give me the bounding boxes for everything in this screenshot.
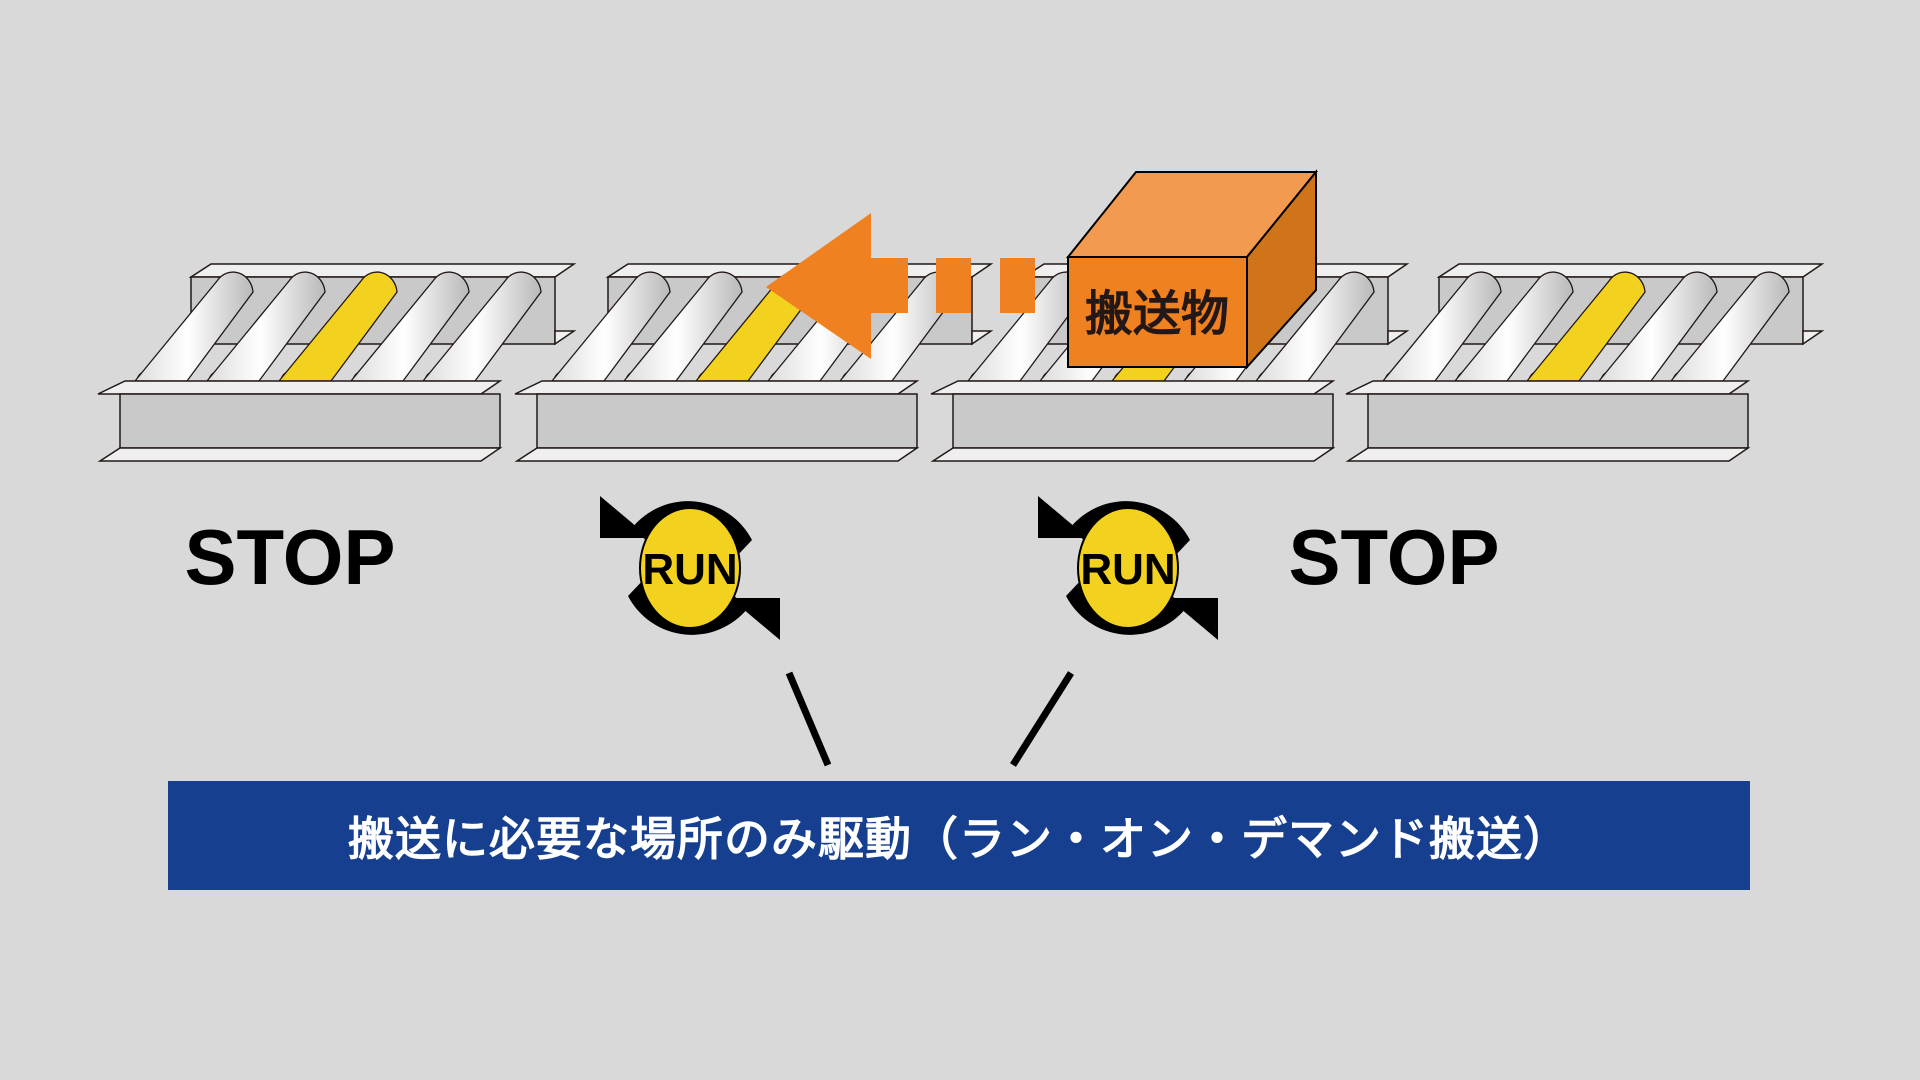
roller-body bbox=[349, 271, 470, 382]
roller-body bbox=[1525, 271, 1646, 382]
roller-body bbox=[1381, 271, 1502, 382]
flow-arrow bbox=[766, 213, 1035, 359]
zone-2-run-badge: RUN bbox=[600, 496, 780, 640]
cargo-front-face bbox=[1067, 256, 1248, 368]
run-label: RUN bbox=[1080, 545, 1175, 594]
front-rail-bottom-flange bbox=[1345, 447, 1751, 462]
front-rail-top-flange bbox=[97, 380, 503, 395]
flow-arrow-dash bbox=[936, 258, 971, 313]
front-rail-web bbox=[536, 393, 918, 449]
back-rail-bottom-flange bbox=[971, 330, 994, 346]
zone-1-stop-label: STOP bbox=[185, 513, 396, 601]
front-rail-web bbox=[1367, 393, 1749, 449]
front-rail-top-flange bbox=[1345, 380, 1751, 395]
front-rail-bottom-flange bbox=[514, 447, 920, 462]
front-rail-web bbox=[952, 393, 1334, 449]
caption-banner: 搬送に必要な場所のみ駆動（ラン・オン・デマンド搬送） bbox=[168, 781, 1750, 890]
rotation-arrowhead-left bbox=[1038, 496, 1088, 538]
roller-body bbox=[277, 271, 398, 382]
conveyor-zone-4 bbox=[1345, 263, 1825, 462]
conveyor-zone-2 bbox=[514, 263, 994, 462]
roller-body bbox=[133, 271, 254, 382]
roller-body bbox=[1597, 271, 1718, 382]
roller-body bbox=[1669, 271, 1790, 382]
rotation-arrowhead-right bbox=[730, 598, 780, 640]
conveyor-line bbox=[97, 263, 1825, 462]
back-rail-bottom-flange bbox=[1802, 330, 1825, 346]
cargo-box: 搬送物 bbox=[1065, 169, 1319, 370]
front-rail-top-flange bbox=[514, 380, 920, 395]
front-rail-top-flange bbox=[930, 380, 1336, 395]
leader-line-zone-2 bbox=[785, 671, 832, 767]
roller-body bbox=[421, 271, 542, 382]
front-rail-bottom-flange bbox=[97, 447, 503, 462]
flow-arrow-head bbox=[766, 213, 908, 359]
front-rail-bottom-flange bbox=[930, 447, 1336, 462]
back-rail-bottom-flange bbox=[554, 330, 577, 346]
roller-body bbox=[622, 271, 743, 382]
roller-body bbox=[1254, 271, 1375, 382]
roller-body bbox=[205, 271, 326, 382]
conveyor-zone-1 bbox=[97, 263, 577, 462]
zone-4-stop-label: STOP bbox=[1289, 513, 1500, 601]
cargo-label: 搬送物 bbox=[1085, 286, 1229, 342]
flow-arrow-dash bbox=[1000, 258, 1035, 313]
run-badge-circle bbox=[639, 507, 741, 629]
roller-body bbox=[1453, 271, 1574, 382]
run-label: RUN bbox=[642, 545, 737, 594]
rotation-arrowhead-left bbox=[600, 496, 650, 538]
zone-3-run-badge: RUN bbox=[1038, 496, 1218, 640]
run-badge-circle bbox=[1077, 507, 1179, 629]
leader-line-zone-3 bbox=[1010, 671, 1074, 767]
front-rail-web bbox=[119, 393, 501, 449]
rotation-arrowhead-right bbox=[1168, 598, 1218, 640]
back-rail-bottom-flange bbox=[1387, 330, 1410, 346]
roller-body bbox=[550, 271, 671, 382]
caption-text: 搬送に必要な場所のみ駆動（ラン・オン・デマンド搬送） bbox=[348, 811, 1570, 866]
